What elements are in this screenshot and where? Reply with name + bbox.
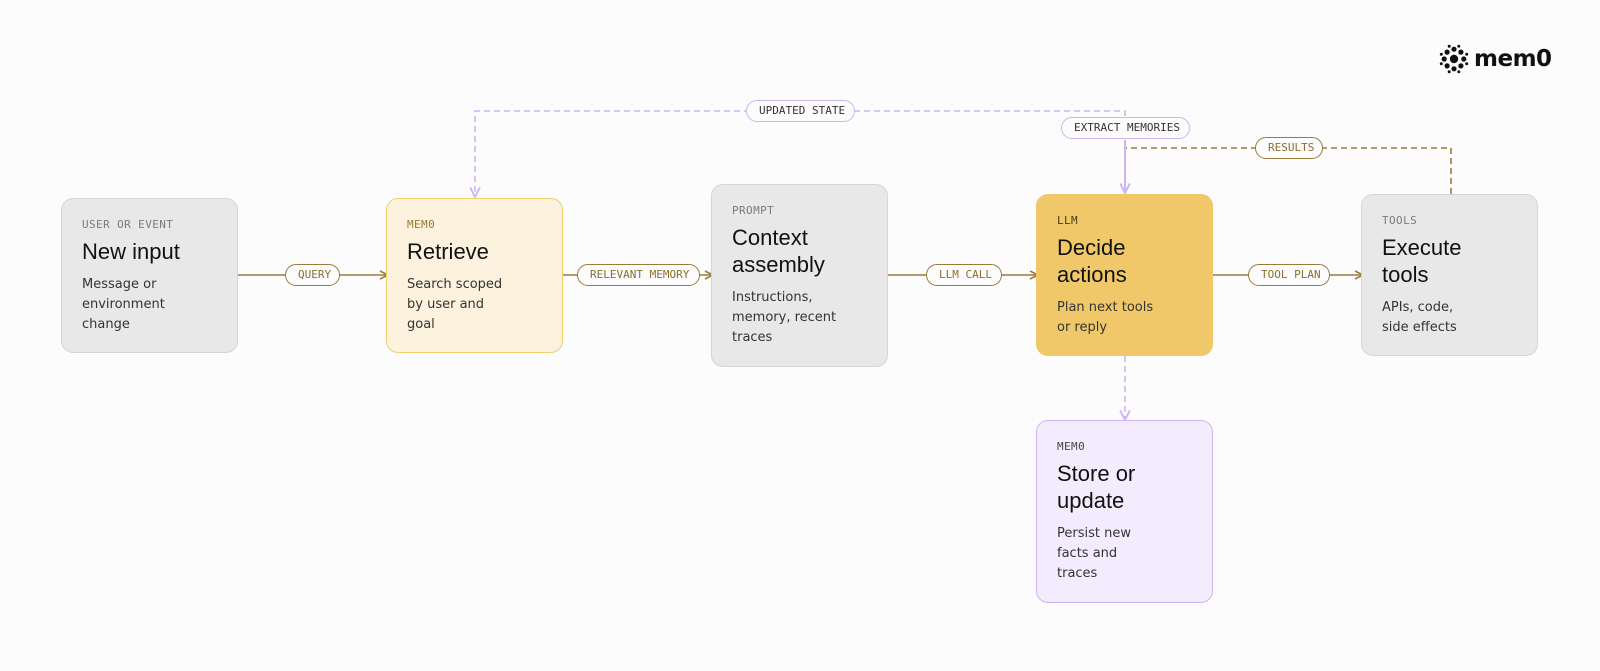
node-description: APIs, code, side effects (1382, 300, 1457, 335)
node-description: Search scoped by user and goal (407, 277, 503, 332)
node-tag: LLM (1057, 214, 1079, 227)
node-tag: MEM0 (1057, 440, 1086, 453)
node-context-assembly: PROMPT Context assembly Instructions, me… (711, 184, 888, 367)
edge-label-results: RESULTS (1255, 137, 1323, 159)
edge-label-relevant-memory: RELEVANT MEMORY (577, 264, 700, 286)
node-title: Decide actions (1057, 235, 1127, 287)
node-title: New input (82, 239, 180, 264)
mem0-logo-icon (1439, 44, 1469, 74)
node-tag: MEM0 (407, 218, 436, 231)
edge-label-tool-plan: TOOL PLAN (1248, 264, 1330, 286)
edge-results (1125, 147, 1452, 194)
node-retrieve: MEM0 Retrieve Search scoped by user and … (386, 198, 563, 353)
node-description: Persist new facts and traces (1057, 526, 1131, 581)
node-description: Message or environment change (82, 277, 165, 332)
node-store-or-update: MEM0 Store or update Persist new facts a… (1036, 420, 1213, 603)
edge-label-updated-state: UPDATED STATE (746, 100, 855, 122)
node-title: Store or update (1057, 461, 1136, 513)
logo-text: mem0 (1474, 46, 1552, 72)
node-tag: USER OR EVENT (82, 218, 174, 231)
node-title: Execute tools (1382, 235, 1462, 287)
node-description: Plan next tools or reply (1057, 300, 1154, 335)
edge-label-extract-memories: EXTRACT MEMORIES (1061, 117, 1190, 139)
node-decide-actions: LLM Decide actions Plan next tools or re… (1036, 194, 1213, 356)
node-description: Instructions, memory, recent traces (732, 290, 837, 345)
edge-label-query: QUERY (285, 264, 340, 286)
brand-logo: mem0 (1439, 44, 1552, 74)
edge-label-llm-call: LLM CALL (926, 264, 1002, 286)
node-execute-tools: TOOLS Execute tools APIs, code, side eff… (1361, 194, 1538, 356)
node-new-input: USER OR EVENT New input Message or envir… (61, 198, 238, 353)
node-title: Context assembly (732, 225, 825, 277)
node-title: Retrieve (407, 239, 489, 264)
node-tag: TOOLS (1382, 214, 1418, 227)
node-tag: PROMPT (732, 204, 775, 217)
